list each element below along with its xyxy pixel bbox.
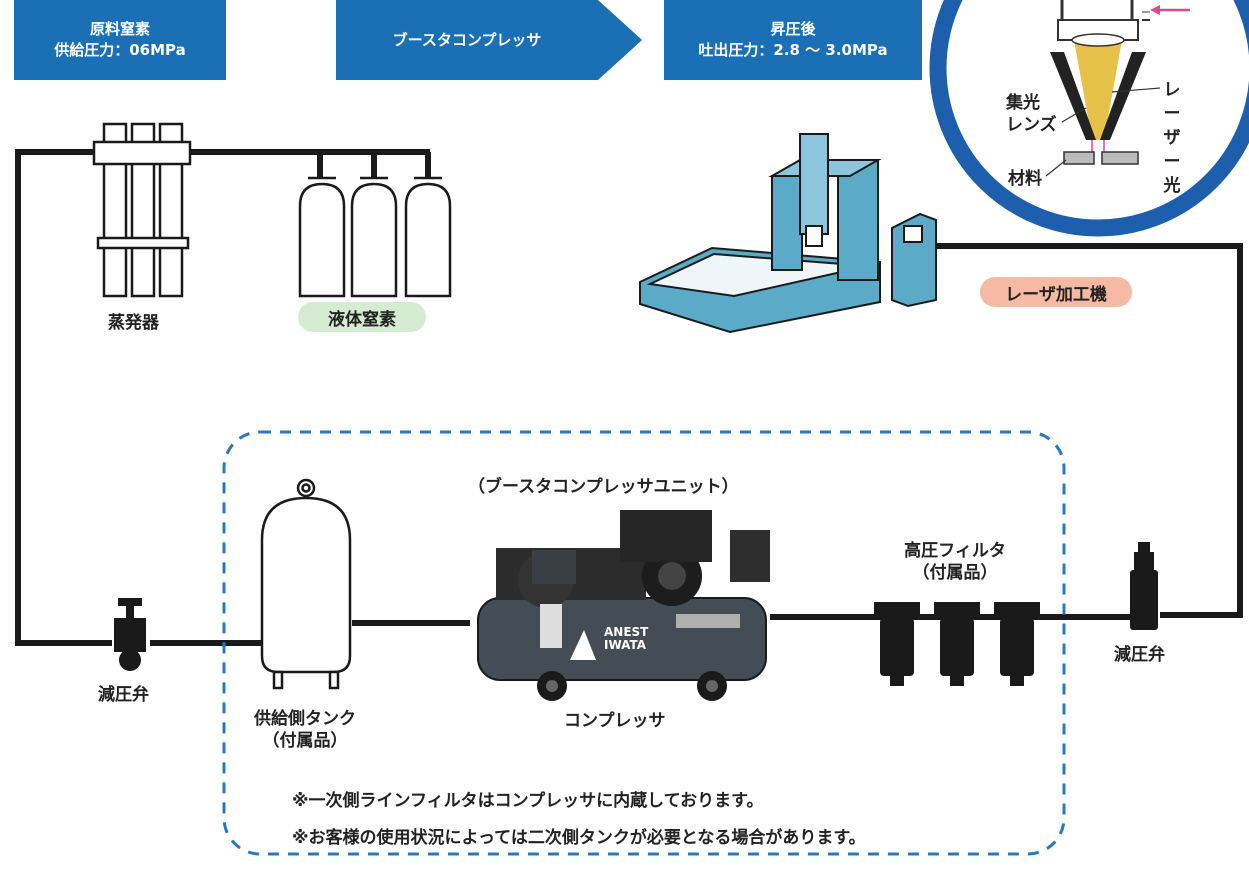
laser-light-label: レーザー光 xyxy=(1163,80,1181,196)
laser-machine-label: レーザ加工機 xyxy=(980,277,1132,307)
evaporator-label: 蒸発器 xyxy=(108,313,159,333)
high-pressure-filter-label: 高圧フィルタ （付属品） xyxy=(904,541,1006,583)
compressor-label: コンプレッサ xyxy=(564,711,666,731)
compressor xyxy=(477,510,770,701)
step-1-title: 原料窒素 xyxy=(89,20,150,38)
step-1-box xyxy=(14,0,226,80)
step-2-title: ブースタコンプレッサ xyxy=(392,30,542,49)
compressor-brand-logo: ANEST IWATA xyxy=(604,625,649,652)
step-1-pressure: 供給圧力：06MPa xyxy=(54,41,186,59)
liquid-nitrogen-bottles xyxy=(298,176,452,298)
evaporator xyxy=(92,122,192,298)
step-3-box xyxy=(664,0,922,80)
laser-machine xyxy=(639,133,937,334)
note-line-filter: ※一次側ラインフィルタはコンプレッサに内蔵しております。 xyxy=(292,791,764,811)
pressure-valve-right-label: 減圧弁 xyxy=(1114,645,1165,665)
laser-detail-inset xyxy=(929,0,1249,237)
laser-beam xyxy=(1074,40,1122,140)
lens-label: 集光 レンズ xyxy=(1006,93,1057,135)
step-after-boost: 昇圧後 吐出圧力：2.8 ～ 3.0MPa xyxy=(664,0,922,80)
step-raw-nitrogen: 原料窒素 供給圧力：06MPa xyxy=(14,0,226,80)
note-secondary-tank: ※お客様の使用状況によっては二次側タンクが必要となる場合があります。 xyxy=(292,828,866,848)
compressor-unit-boundary xyxy=(222,430,1066,856)
material-label: 材料 xyxy=(1008,169,1042,189)
high-pressure-filters xyxy=(874,602,1040,686)
supply-tank-label: 供給側タンク （付属品） xyxy=(254,709,356,751)
unit-title: （ブースタコンプレッサユニット） xyxy=(468,477,739,497)
pressure-valve-left-label: 減圧弁 xyxy=(98,685,149,705)
step-booster-compressor: ブースタコンプレッサ xyxy=(336,0,598,80)
liquid-nitrogen-label: 液体窒素 xyxy=(298,302,426,332)
pressure-valve-left xyxy=(114,598,146,671)
step-2-arrow xyxy=(336,0,642,80)
pressure-valve-right xyxy=(1130,542,1158,630)
step-3-title: 昇圧後 xyxy=(770,20,816,38)
pipe-network xyxy=(15,149,1243,646)
step-3-pressure: 吐出圧力：2.8 ～ 3.0MPa xyxy=(698,41,888,59)
supply-tank xyxy=(260,478,352,690)
